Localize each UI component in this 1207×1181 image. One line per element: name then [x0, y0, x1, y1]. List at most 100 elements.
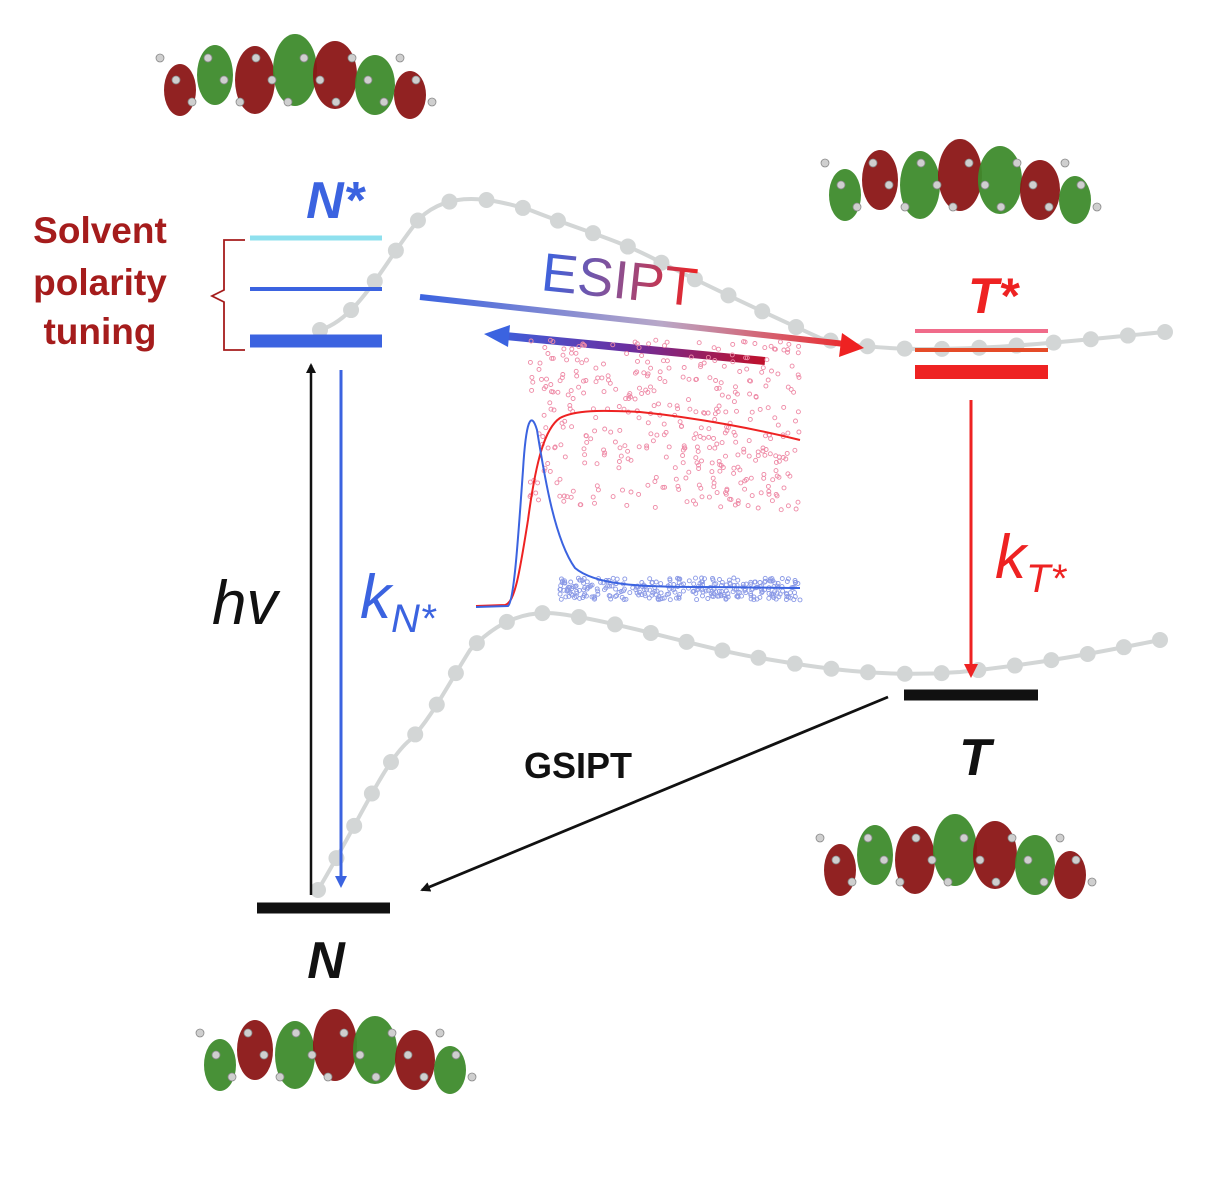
- scatter-point: [542, 345, 548, 350]
- scatter-point: [763, 383, 769, 389]
- orbital-lobe: [857, 825, 893, 885]
- scatter-point: [652, 504, 658, 510]
- curve-point: [366, 273, 383, 290]
- scatter-point: [641, 370, 647, 376]
- scatter-point: [758, 490, 764, 496]
- scatter-point: [666, 591, 672, 597]
- scatter-point: [664, 339, 670, 345]
- scatter-point: [706, 426, 712, 432]
- curve-point: [823, 660, 840, 677]
- scatter-point: [647, 587, 653, 593]
- atom: [1055, 833, 1065, 843]
- scatter-point: [645, 482, 651, 488]
- scatter-point: [795, 372, 801, 378]
- scatter-point: [645, 420, 651, 426]
- scatter-point: [775, 371, 781, 377]
- scatter-point: [661, 421, 667, 427]
- scatter-point: [617, 445, 623, 451]
- kt-label: kT*: [995, 523, 1067, 601]
- scatter-point: [720, 465, 726, 470]
- atom: [355, 1050, 365, 1060]
- curve-point: [382, 754, 399, 771]
- scatter-point: [680, 588, 686, 594]
- scatter-point: [741, 449, 747, 455]
- scatter-point: [751, 597, 757, 603]
- scatter-point: [718, 380, 724, 386]
- curve-point: [642, 624, 659, 641]
- scatter-point: [712, 358, 718, 363]
- scatter-point: [792, 590, 797, 596]
- scatter-point: [649, 592, 655, 598]
- scatter-point: [731, 399, 737, 405]
- scatter-point: [618, 453, 624, 459]
- scatter-point: [703, 588, 709, 594]
- orbital-lobe: [1015, 835, 1055, 895]
- curve-point: [585, 225, 602, 242]
- scatter-point: [582, 452, 588, 458]
- scatter-point: [783, 456, 789, 462]
- scatter-point: [761, 471, 767, 477]
- scatter-point: [781, 404, 787, 410]
- scatter-point: [705, 410, 711, 416]
- scatter-point: [558, 442, 564, 448]
- atom: [1071, 855, 1081, 865]
- molecular-orbital-icon: [815, 814, 1097, 899]
- scatter-point: [645, 389, 651, 395]
- atom: [975, 855, 985, 865]
- scatter-point: [765, 405, 771, 411]
- scatter-point: [753, 457, 759, 463]
- scatter-point: [646, 595, 652, 601]
- scatter-point: [694, 444, 700, 450]
- scatter-point: [684, 499, 690, 505]
- scatter-point: [644, 443, 650, 449]
- scatter-point: [747, 378, 752, 384]
- scatter-point: [676, 580, 682, 586]
- scatter-point: [582, 591, 588, 597]
- scatter-point: [774, 590, 780, 596]
- scatter-point: [743, 590, 749, 596]
- scatter-point: [793, 506, 799, 512]
- scatter-point: [681, 365, 687, 370]
- scatter-point: [588, 436, 594, 442]
- scatter-point: [663, 454, 669, 460]
- scatter-point: [555, 389, 561, 395]
- scatter-point: [757, 594, 763, 600]
- scatter-point: [775, 422, 781, 428]
- scatter-point: [775, 580, 781, 586]
- scatter-point: [714, 386, 720, 391]
- scatter-point: [711, 435, 716, 441]
- scatter-point: [719, 579, 725, 585]
- scatter-point: [658, 590, 664, 596]
- scatter-point: [773, 453, 779, 459]
- t-label: T: [959, 729, 995, 787]
- scatter-point: [675, 406, 681, 412]
- scatter-point: [793, 418, 798, 424]
- scatter-point: [644, 373, 650, 379]
- scatter-point: [735, 577, 741, 583]
- scatter-point: [614, 593, 620, 599]
- scatter-point: [735, 594, 741, 600]
- scatter-point: [606, 593, 612, 599]
- scatter-point: [710, 475, 716, 481]
- n-label: N: [307, 932, 346, 990]
- scatter-point: [650, 438, 656, 444]
- scatter-point: [641, 586, 647, 592]
- scatter-point: [792, 578, 798, 583]
- scatter-point: [579, 578, 585, 583]
- scatter-point: [576, 344, 582, 350]
- scatter-point: [795, 350, 801, 356]
- scatter-point: [570, 488, 576, 494]
- scatter-point: [548, 337, 553, 343]
- scatter-point: [569, 424, 575, 430]
- scatter-point: [768, 343, 774, 349]
- atom: [371, 1072, 381, 1082]
- scatter-point: [683, 475, 689, 481]
- curve-point: [1006, 657, 1023, 674]
- scatter-point: [688, 354, 694, 360]
- scatter-point: [577, 595, 583, 601]
- scatter-point: [693, 409, 699, 415]
- scatter-point: [731, 465, 737, 471]
- orbital-lobe: [313, 41, 357, 109]
- atom: [299, 53, 309, 63]
